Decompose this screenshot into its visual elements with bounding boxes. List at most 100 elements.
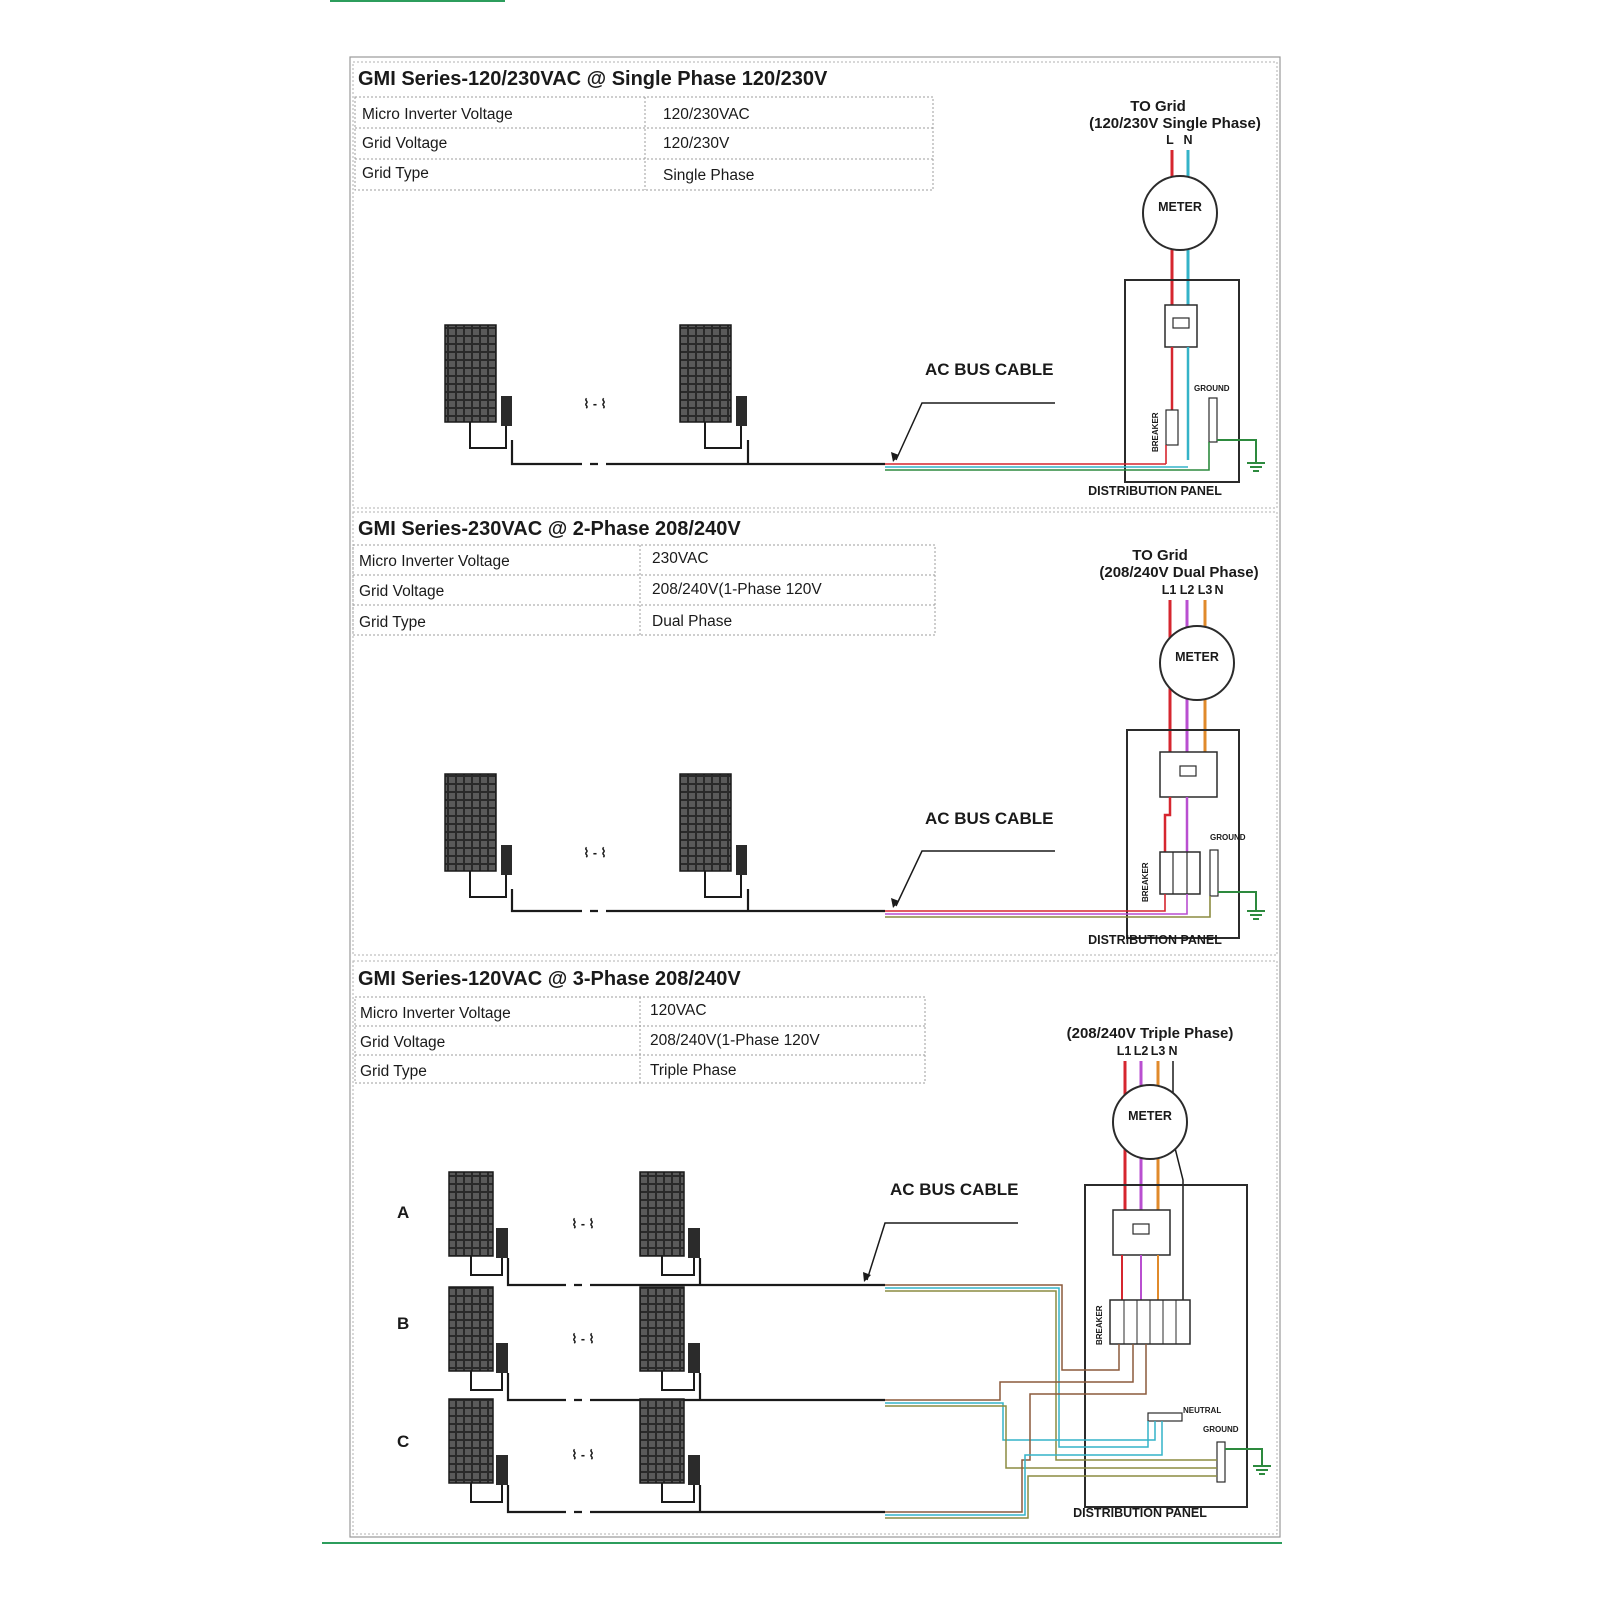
meter-icon [1142,175,1218,251]
grid-line-label: L2 [1180,583,1195,597]
row-label: A [397,1203,409,1222]
cable-pointer [866,1222,1018,1281]
panel-label: DISTRIBUTION PANEL [1073,1506,1207,1520]
cable-pointer [895,402,1055,461]
breaker-label: BREAKER [1151,412,1160,452]
grid-subtitle: (208/240V Dual Phase) [1099,564,1258,581]
section-frame [352,61,1278,509]
spec-label: Grid Voltage [359,583,444,600]
solar-panel-icon [639,1398,685,1484]
grid-line-label: N [1214,583,1223,597]
breaker-label: BREAKER [1141,862,1150,902]
grid-line-label: L3 [1198,583,1213,597]
solar-panel-icon [444,773,497,872]
spec-label: Micro Inverter Voltage [360,1005,511,1022]
solar-panel-icon [679,324,732,423]
microinverter-icon [470,1228,508,1276]
continuation-ellipsis: ⌇ - ⌇ [583,846,606,860]
ac-bus-cable-label: AC BUS CABLE [890,1180,1018,1199]
meter-label: METER [1158,200,1202,214]
breaker-icon [1159,851,1201,895]
ground-bar-icon [1209,849,1219,897]
spec-label: Micro Inverter Voltage [362,106,513,123]
ground-bar-icon [1208,397,1218,443]
ac-bus-cable [510,440,885,466]
grid-line-label: N [1183,133,1192,147]
spec-table: Micro Inverter Voltage 230VAC Grid Volta… [352,544,936,636]
grid-title: TO Grid [1130,98,1186,115]
spec-table: Micro Inverter Voltage 120VAC Grid Volta… [354,996,926,1084]
microinverter-icon [661,1343,700,1391]
solar-panel-icon [448,1398,494,1484]
spec-value: 208/240V(1-Phase 120V [650,1032,820,1049]
meter-label: METER [1175,650,1219,664]
spec-value: 230VAC [652,550,709,567]
spec-label: Grid Voltage [360,1034,445,1051]
microinverter-icon [469,845,512,898]
ground-label: GROUND [1194,384,1230,393]
meter-icon [1112,1084,1188,1160]
section-title: GMI Series-230VAC @ 2-Phase 208/240V [358,518,741,540]
microinverter-icon [661,1228,700,1276]
spec-value: 208/240V(1-Phase 120V [652,581,822,598]
section-single-phase: GMI Series-120/230VAC @ Single Phase 120… [352,61,1278,509]
meter-icon [1159,625,1235,701]
microinverter-icon [704,845,747,898]
section-frame [352,960,1278,1535]
grid-line-label: L1 [1162,583,1177,597]
section-title: GMI Series-120/230VAC @ Single Phase 120… [358,68,828,90]
microinverter-icon [470,1343,508,1391]
continuation-ellipsis: ⌇ - ⌇ [571,1332,594,1346]
main-breaker-icon [1159,751,1218,798]
ground-label: GROUND [1210,833,1246,842]
ground-symbol-icon [1247,462,1265,472]
grid-title: TO Grid [1132,547,1188,564]
solar-panel-icon [679,773,732,872]
continuation-ellipsis: ⌇ - ⌇ [571,1217,594,1231]
breaker-label: BREAKER [1095,1305,1104,1345]
grid-line-label: L [1166,133,1174,147]
section-title: GMI Series-120VAC @ 3-Phase 208/240V [358,968,741,990]
solar-panel-icon [448,1171,494,1257]
ground-label: GROUND [1203,1425,1239,1434]
continuation-ellipsis: ⌇ - ⌇ [583,397,606,411]
branch-wires [885,1284,1217,1519]
row-label: B [397,1314,409,1333]
continuation-ellipsis: ⌇ - ⌇ [571,1448,594,1462]
spec-value: Single Phase [663,167,754,184]
grid-subtitle: (120/230V Single Phase) [1089,115,1261,132]
ac-bus-cable [510,889,885,913]
spec-label: Grid Type [362,165,429,182]
distribution-panel [1126,729,1240,939]
ac-bus-cable [506,1485,885,1514]
ac-bus-cable [506,1373,885,1402]
grid-line-label: L3 [1151,1044,1166,1058]
panel-label: DISTRIBUTION PANEL [1088,484,1222,498]
spec-label: Grid Type [360,1063,427,1080]
microinverter-icon [661,1455,700,1503]
ac-bus-cable-label: AC BUS CABLE [925,809,1053,828]
cable-pointer [895,850,1055,907]
solar-panel-icon [444,324,497,423]
spec-value: Triple Phase [650,1062,736,1079]
grid-line-label: L1 [1117,1044,1132,1058]
spec-label: Micro Inverter Voltage [359,553,510,570]
spec-label: Grid Type [359,614,426,631]
microinverter-icon [470,1455,508,1503]
solar-panel-icon [639,1286,685,1372]
main-breaker-icon [1112,1209,1171,1256]
meter-label: METER [1128,1109,1172,1123]
section-triple-phase: GMI Series-120VAC @ 3-Phase 208/240V Mic… [352,960,1278,1535]
row-label: C [397,1432,409,1451]
spec-value: 120/230V [663,135,730,152]
section-dual-phase: GMI Series-230VAC @ 2-Phase 208/240V Mic… [352,511,1278,956]
microinverter-icon [704,396,747,449]
spec-value: 120VAC [650,1002,707,1019]
main-breaker-icon [1164,304,1198,348]
spec-table: Micro Inverter Voltage 120/230VAC Grid V… [354,96,934,191]
distribution-panel [1124,279,1240,483]
ac-bus-cable-label: AC BUS CABLE [925,360,1053,379]
spec-value: 120/230VAC [663,106,750,123]
section-frame [352,511,1278,956]
